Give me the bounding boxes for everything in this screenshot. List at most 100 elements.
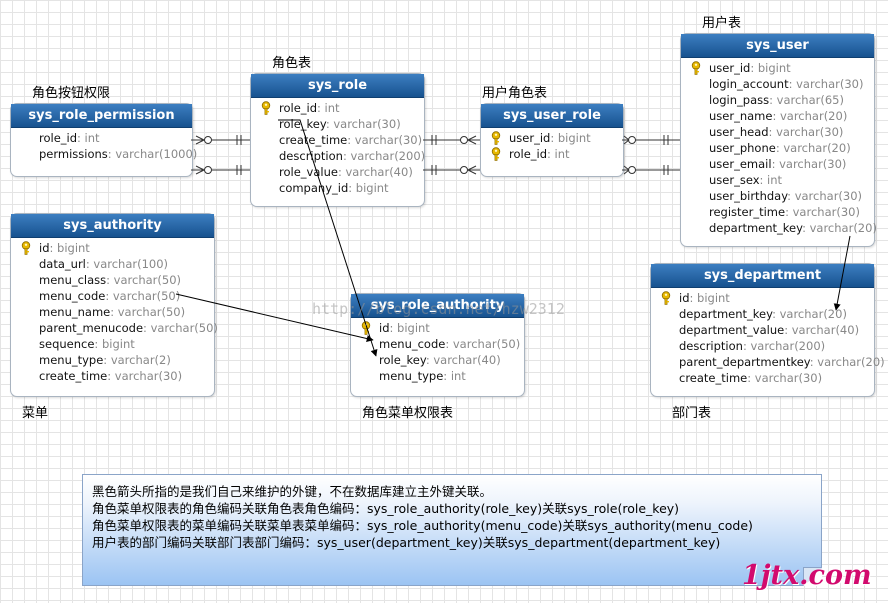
field-type: : bigint <box>389 321 430 335</box>
field-name: user_head <box>709 125 769 139</box>
table-row: company_id: bigint <box>251 180 424 196</box>
table-row: id: bigint <box>651 290 874 306</box>
field-type: : int <box>317 101 340 115</box>
table-row: data_url: varchar(100) <box>11 256 214 272</box>
label-role: 角色表 <box>272 56 312 71</box>
field-type: : varchar(30) <box>107 369 183 383</box>
field-name: login_pass <box>709 93 770 107</box>
field-name: role_value <box>279 165 338 179</box>
field-type: : varchar(50) <box>110 305 186 319</box>
field-name: parent_menucode <box>39 321 144 335</box>
note-box: 黑色箭头所指的是我们自己来维护的外键，不在数据库建立主外键关联。 角色菜单权限表… <box>82 474 822 586</box>
table-sys-role-permission[interactable]: sys_role_permission role_id: int permiss… <box>10 103 197 177</box>
brand-logo: 1jtx.com <box>742 560 872 591</box>
table-row: role_key: varchar(30) <box>251 116 424 132</box>
field-type: : varchar(50) <box>445 337 521 351</box>
field-type: : bigint <box>750 61 791 75</box>
table-row: menu_code: varchar(50) <box>11 288 214 304</box>
relationship-user-role-user <box>622 135 680 175</box>
table-row: id: bigint <box>351 320 524 336</box>
table-row: parent_departmentkey: varchar(20) <box>651 354 885 370</box>
table-row: menu_class: varchar(50) <box>11 272 214 288</box>
relationship-role-permission-role <box>191 135 250 175</box>
table-row: menu_name: varchar(50) <box>11 304 214 320</box>
field-name: user_birthday <box>709 189 788 203</box>
table-row: create_time: varchar(30) <box>651 370 874 386</box>
field-name: role_id <box>39 131 78 145</box>
field-type: : varchar(40) <box>337 165 413 179</box>
note-line: 角色菜单权限表的菜单编码关联菜单表菜单编码：sys_role_authority… <box>92 518 753 533</box>
table-row: department_key: varchar(20) <box>681 220 877 236</box>
field-name: create_time <box>39 369 108 383</box>
field-type: : varchar(1000) <box>107 147 198 161</box>
field-type: : bigint <box>94 337 135 351</box>
field-name: login_account <box>709 77 789 91</box>
table-row: user_phone: varchar(20) <box>681 140 874 156</box>
primary-key-icon <box>661 291 671 305</box>
field-type: : bigint <box>49 241 90 255</box>
table-row: department_key: varchar(20) <box>651 306 874 322</box>
field-name: sequence <box>39 337 95 351</box>
table-row: login_pass: varchar(65) <box>681 92 874 108</box>
label-user: 用户表 <box>702 16 742 31</box>
field-name: department_key <box>679 307 773 321</box>
field-name: menu_code <box>39 289 106 303</box>
primary-key-icon <box>21 241 31 255</box>
field-name: create_time <box>679 371 748 385</box>
field-name: id <box>379 321 390 335</box>
table-title: sys_role_permission <box>11 104 192 128</box>
table-row: user_head: varchar(30) <box>681 124 874 140</box>
field-name: menu_class <box>39 273 107 287</box>
note-fold-corner <box>803 567 822 586</box>
field-name: data_url <box>39 257 86 271</box>
note-line: 角色菜单权限表的角色编码关联角色表角色编码：sys_role_authority… <box>92 501 680 516</box>
note-line: 用户表的部门编码关联部门表部门编码：sys_user(department_ke… <box>92 535 721 550</box>
table-row: parent_menucode: varchar(50) <box>11 320 218 336</box>
table-row: login_account: varchar(30) <box>681 76 874 92</box>
table-row: id: bigint <box>11 240 214 256</box>
table-row: role_id: int <box>11 130 192 146</box>
field-type: : varchar(30) <box>347 133 423 147</box>
field-name: user_phone <box>709 141 776 155</box>
field-name: user_sex <box>709 173 760 187</box>
table-title: sys_user_role <box>481 104 623 128</box>
field-name: role_key <box>279 117 326 131</box>
table-sys-user-role[interactable]: sys_user_role user_id: bigint role_id: i… <box>480 103 624 177</box>
table-sys-role[interactable]: sys_role role_id: int role_key: varchar(… <box>250 73 425 207</box>
field-name: user_name <box>709 109 773 123</box>
table-row: permissions: varchar(1000) <box>11 146 197 162</box>
label-role-permission: 角色按钮权限 <box>32 86 111 101</box>
primary-key-icon <box>491 147 501 161</box>
table-row: menu_type: varchar(2) <box>11 352 214 368</box>
field-type: : varchar(20) <box>772 109 848 123</box>
field-name: user_email <box>709 157 772 171</box>
table-row: create_time: varchar(30) <box>251 132 424 148</box>
primary-key-icon <box>361 321 371 335</box>
table-row: role_id: int <box>251 100 424 116</box>
label-department: 部门表 <box>672 406 712 421</box>
field-type: : varchar(200) <box>742 339 826 353</box>
field-type: : bigint <box>689 291 730 305</box>
field-name: register_time <box>709 205 786 219</box>
label-user-role: 用户角色表 <box>482 86 548 101</box>
field-type: : varchar(50) <box>143 321 218 335</box>
note-line: 黑色箭头所指的是我们自己来维护的外键，不在数据库建立主外键关联。 <box>92 484 493 499</box>
table-sys-department[interactable]: sys_department id: bigint department_key… <box>650 263 885 397</box>
field-name: role_id <box>509 147 548 161</box>
watermark-text: http://blog.csdn.net/hzw2312 <box>312 300 565 318</box>
table-sys-user[interactable]: sys_user user_id: bigint login_account: … <box>680 33 877 247</box>
field-name: department_value <box>679 323 785 337</box>
field-type: : varchar(30) <box>768 125 844 139</box>
field-name: parent_departmentkey <box>679 355 810 369</box>
field-type: : varchar(30) <box>785 205 860 219</box>
field-type: : varchar(30) <box>788 77 864 91</box>
field-type: : varchar(50) <box>105 289 181 303</box>
table-row: role_id: int <box>481 146 623 162</box>
field-name: description <box>679 339 743 353</box>
table-sys-authority[interactable]: sys_authority id: bigint data_url: varch… <box>10 213 218 397</box>
label-authority: 菜单 <box>22 406 49 421</box>
table-row: user_id: bigint <box>681 60 874 76</box>
table-title: sys_role_authority <box>351 294 524 318</box>
table-sys-role-authority[interactable]: sys_role_authority id: bigint menu_code:… <box>350 293 525 397</box>
field-name: department_key <box>709 221 803 235</box>
